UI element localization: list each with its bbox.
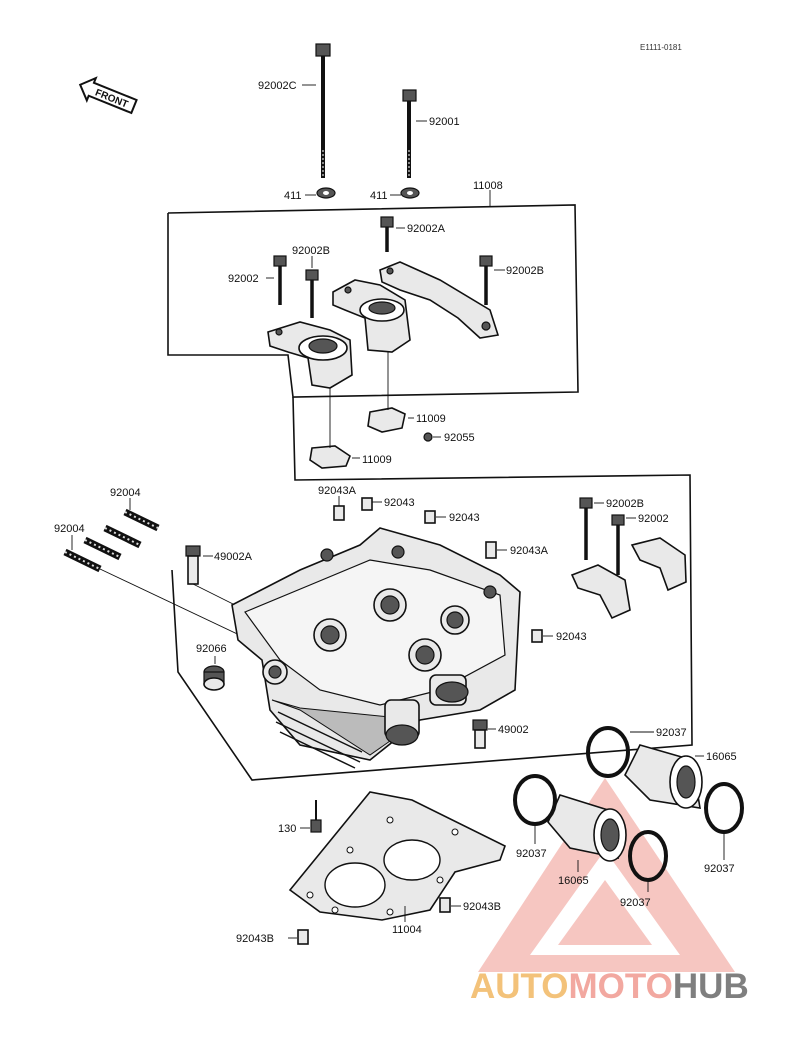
frame-cylinder-head <box>171 396 693 781</box>
label-92043B-b: 92043B <box>236 933 274 945</box>
clamp-92037-bottom <box>628 830 668 882</box>
label-92066: 92066 <box>196 643 227 655</box>
dowel-92043A-right <box>485 541 497 559</box>
camshaft-holder-left <box>267 321 353 389</box>
bolt-92001 <box>402 89 417 178</box>
dowel-92043B-b <box>297 929 309 945</box>
bolt-92002B-lower <box>579 497 593 560</box>
label-92004-b: 92004 <box>54 523 85 535</box>
watermark-text: AUTOMOTOHUB <box>470 967 749 1006</box>
label-411-b: 411 <box>370 190 388 202</box>
dowel-92043-b <box>424 510 436 524</box>
label-16065-b: 16065 <box>558 875 589 887</box>
label-92043-a: 92043 <box>384 497 415 509</box>
studs-92004 <box>63 508 160 573</box>
dowel-92043-a <box>361 497 373 511</box>
label-92055: 92055 <box>444 432 475 444</box>
label-92043B-a: 92043B <box>463 901 501 913</box>
watermark-part-moto: MOTO <box>569 967 673 1006</box>
clamp-92037-top-right <box>586 726 630 778</box>
watermark-part-auto: AUTO <box>470 967 569 1006</box>
label-92002-lower: 92002 <box>638 513 669 525</box>
label-411-a: 411 <box>284 190 302 202</box>
camshaft-holder-middle <box>332 279 411 353</box>
carburetor-holder-left <box>547 794 627 862</box>
label-16065-a: 16065 <box>706 751 737 763</box>
gasket-11009-b <box>309 445 351 469</box>
label-92043-c: 92043 <box>556 631 587 643</box>
label-92043A-top: 92043A <box>318 485 357 497</box>
plug-49002 <box>472 719 488 749</box>
clamp-92037-right <box>704 782 744 834</box>
gasket-11009-a <box>367 407 406 433</box>
camshaft-holder-lower-right <box>630 537 687 592</box>
label-92037-c: 92037 <box>704 863 735 875</box>
label-92002A: 92002A <box>407 223 446 235</box>
label-11004: 11004 <box>392 924 422 936</box>
dowel-92043A-top <box>333 505 345 521</box>
label-92002B-top: 92002B <box>292 245 330 257</box>
label-92037-d: 92037 <box>620 897 651 909</box>
label-92004-a: 92004 <box>110 487 141 499</box>
cap-92066 <box>203 665 225 691</box>
label-92002C: 92002C <box>258 80 297 92</box>
label-92037-b: 92037 <box>516 848 547 860</box>
label-92001: 92001 <box>429 116 460 128</box>
label-92002-top: 92002 <box>228 273 259 285</box>
front-arrow-icon: FRONT <box>78 76 138 115</box>
label-49002: 49002 <box>498 724 529 736</box>
watermark-part-hub: HUB <box>673 967 749 1006</box>
bolt-92002B-right <box>479 255 493 305</box>
dowel-92043-c <box>531 629 543 643</box>
label-11009-b: 11009 <box>362 454 392 466</box>
plug-49002A <box>185 545 201 585</box>
label-11009-a: 11009 <box>416 413 446 425</box>
cylinder-head-body <box>231 527 521 769</box>
label-11008: 11008 <box>473 180 503 192</box>
watermark-logo <box>478 778 735 972</box>
label-92002B-right: 92002B <box>506 265 544 277</box>
carburetor-holder-right <box>624 744 703 809</box>
label-92002B-lower: 92002B <box>606 498 644 510</box>
label-92037-a: 92037 <box>656 727 687 739</box>
bolt-92002C <box>315 43 331 178</box>
camshaft-holder-lower-left <box>570 564 631 620</box>
label-92043A-right: 92043A <box>510 545 549 557</box>
label-130: 130 <box>278 823 296 835</box>
label-49002A: 49002A <box>214 551 253 563</box>
label-92043-b: 92043 <box>449 512 480 524</box>
reference-code: E1111-0181 <box>640 43 682 52</box>
head-gasket-11004 <box>288 791 506 921</box>
dowel-92043B-a <box>439 897 451 913</box>
washer-92055 <box>423 432 433 442</box>
screw-130 <box>310 800 322 833</box>
bolt-92002A <box>380 216 394 252</box>
bolt-92002-lower <box>611 514 625 575</box>
camshaft-holder-right <box>379 261 500 339</box>
bolt-92002B-top <box>305 269 319 318</box>
bolt-92002-top <box>273 255 287 305</box>
clamp-92037-left <box>513 774 557 826</box>
